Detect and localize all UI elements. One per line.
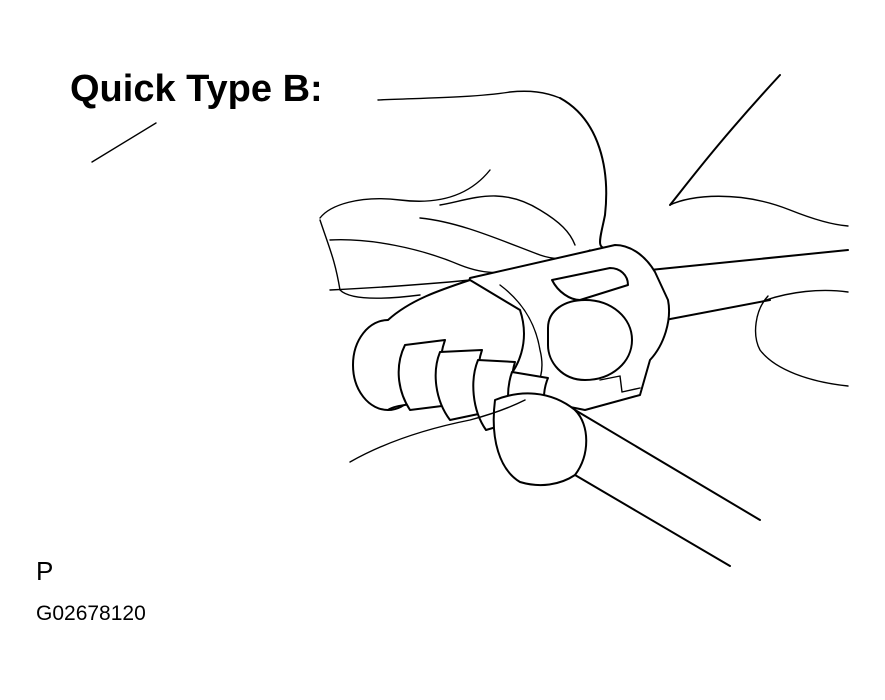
upper-hand-finger-1 xyxy=(319,169,491,219)
lower-hand-thumb xyxy=(329,279,471,291)
upper-hand-finger-4 xyxy=(419,217,591,260)
upper-hand-finger-3 xyxy=(329,239,521,274)
retainer-clip xyxy=(547,299,633,381)
right-hand-outline xyxy=(669,74,781,206)
housing-step xyxy=(599,375,641,393)
hose-lower-edge xyxy=(574,474,731,567)
diagram-title: Quick Type B: xyxy=(70,68,323,110)
upper-hand-finger-2 xyxy=(319,219,421,299)
upper-hand-knuckle xyxy=(439,195,576,246)
left-leader-line xyxy=(91,122,157,163)
hose-upper-edge xyxy=(574,409,761,521)
view-mark: P xyxy=(36,556,54,586)
right-hand-finger-2 xyxy=(765,289,849,301)
right-tube-upper-edge xyxy=(649,249,849,271)
lower-hand-line xyxy=(349,399,526,463)
connector-window xyxy=(551,267,629,301)
right-tube-lower-edge xyxy=(664,299,771,321)
right-hand-finger xyxy=(754,295,849,387)
figure-code: G02678120 xyxy=(36,602,146,625)
right-hand-palm xyxy=(669,195,849,227)
title-leader-line xyxy=(377,90,561,101)
upper-hand-outline xyxy=(559,97,611,250)
